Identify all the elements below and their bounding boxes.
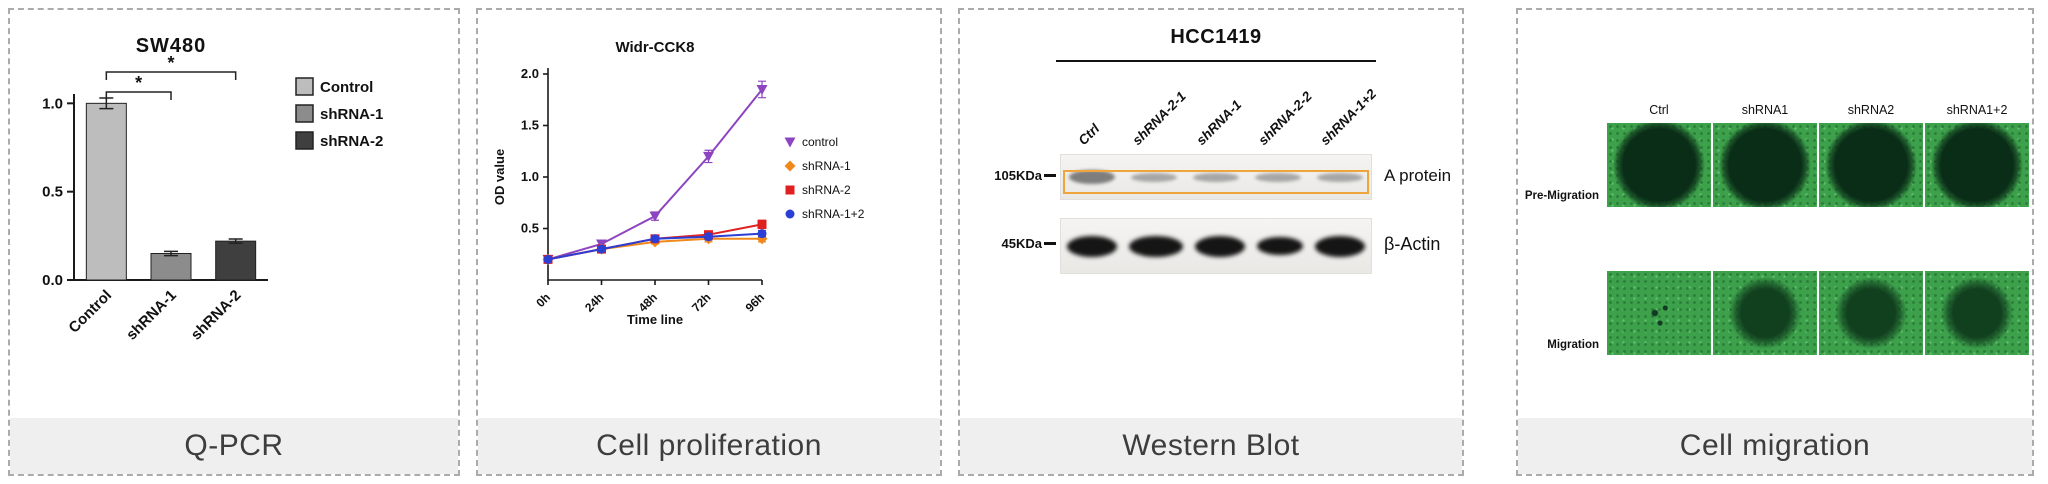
migration-image-pre-shrna1-2: [1925, 122, 2029, 207]
svg-text:2.0: 2.0: [521, 66, 539, 81]
marker-105kda-label: 105KDa: [994, 168, 1042, 183]
protein-label-a: A protein: [1384, 166, 1452, 185]
migration-figure: Ctrl shRNA1 shRNA2 shRNA1+2 Pre-Migratio…: [1518, 10, 2032, 418]
band-b-actin-lane1: [1067, 235, 1117, 257]
line-chart-title: Widr-CCK8: [615, 39, 694, 56]
marker-tick: [1044, 242, 1056, 245]
bar-Control: [85, 102, 127, 281]
bar-xlabel-Control: Control: [65, 287, 115, 337]
migration-image-pre-ctrl: [1607, 122, 1711, 207]
panel-footer-migration: Cell migration: [1518, 418, 2032, 474]
western-blot-figure: HCC1419 Ctrl shRNA-2-1 shRNA-1 shRNA-2-2…: [960, 10, 1462, 418]
migration-row-post: Migration: [1547, 338, 1599, 351]
panel-migration: Ctrl shRNA1 shRNA2 shRNA1+2 Pre-Migratio…: [1516, 8, 2034, 476]
band-a-protein-lane5: [1317, 172, 1363, 182]
band-a-protein-lane2: [1131, 172, 1177, 182]
legend-label-shRNA-1+2: shRNA-1+2: [802, 207, 865, 221]
lane-label-ctrl: Ctrl: [1075, 120, 1103, 148]
migration-image-post-shrna1: [1713, 271, 1817, 356]
footer-label-western: Western Blot: [1122, 429, 1300, 462]
bar-chart-title: SW480: [136, 35, 207, 57]
svg-text:*: *: [167, 53, 174, 73]
migration-grid: Ctrl shRNA1 shRNA2 shRNA1+2 Pre-Migratio…: [1521, 40, 2029, 418]
migration-col-shrna1: shRNA1: [1741, 102, 1789, 117]
lane-label-shrna-1: shRNA-1: [1193, 97, 1245, 148]
band-b-actin-lane3: [1195, 235, 1245, 257]
svg-text:1.0: 1.0: [42, 95, 63, 112]
lane-label-shrna-1-2: shRNA-1+2: [1317, 86, 1380, 148]
band-a-protein-lane3: [1193, 172, 1239, 182]
legend-label-shRNA-1: shRNA-1: [320, 106, 383, 123]
svg-text:0.5: 0.5: [521, 221, 539, 236]
xtick-0h: 0h: [533, 290, 553, 310]
svg-text:*: *: [135, 73, 142, 93]
migration-image-pre-shrna2: [1819, 122, 1923, 207]
marker-105kda: 105KDa: [964, 168, 1056, 183]
legend-label-Control: Control: [320, 79, 373, 96]
migration-image-post-shrna2: [1819, 271, 1923, 356]
xtick-72h: 72h: [689, 290, 714, 315]
legend-label-shRNA-2: shRNA-2: [802, 183, 851, 197]
marker-45kda-label: 45KDa: [1001, 236, 1042, 251]
footer-label-migration: Cell migration: [1679, 429, 1871, 462]
marker-tick: [1044, 174, 1056, 177]
footer-label-qpcr: Q-PCR: [184, 429, 284, 462]
western-lane-labels: Ctrl shRNA-2-1 shRNA-1 shRNA-2-2 shRNA-1…: [1060, 64, 1379, 150]
marker-45kda: 45KDa: [964, 236, 1056, 251]
band-highlight-box: [1063, 170, 1369, 194]
series-control: [547, 88, 763, 261]
bar-shRNA-2: [215, 240, 257, 281]
western-title: HCC1419: [1170, 26, 1262, 48]
bar-xlabel-shRNA-1: shRNA-1: [123, 287, 180, 340]
svg-text:1.0: 1.0: [521, 169, 539, 184]
migration-col-ctrl: Ctrl: [1649, 102, 1669, 117]
migration-col-shrna2: shRNA2: [1847, 102, 1895, 117]
x-axis-label: Time line: [627, 312, 683, 327]
band-b-actin-lane2: [1129, 235, 1183, 257]
xtick-96h: 96h: [743, 290, 768, 315]
svg-text:0.5: 0.5: [42, 184, 63, 201]
svg-text:1.5: 1.5: [521, 118, 539, 133]
legend-label-shRNA-2: shRNA-2: [320, 133, 383, 150]
legend-label-control: control: [802, 135, 838, 149]
band-a-protein-lane1: [1069, 170, 1115, 184]
migration-col-shrna1-2: shRNA1+2: [1946, 102, 2008, 117]
panel-western: HCC1419 Ctrl shRNA-2-1 shRNA-1 shRNA-2-2…: [958, 8, 1464, 476]
migration-image-post-shrna1-2: [1925, 271, 2029, 356]
migration-row-pre: Pre-Migration: [1524, 189, 1599, 202]
migration-image-pre-shrna1: [1713, 122, 1817, 207]
band-a-protein-lane4: [1255, 172, 1301, 182]
migration-image-post-ctrl: [1607, 271, 1711, 356]
svg-text:0.0: 0.0: [42, 272, 63, 289]
blot-b-actin: [1060, 218, 1372, 274]
protein-label-b-actin: β-Actin: [1384, 234, 1441, 254]
lane-label-shrna-2-2: shRNA-2-2: [1255, 88, 1315, 148]
panel-footer-proliferation: Cell proliferation: [478, 418, 940, 474]
panel-footer-qpcr: Q-PCR: [10, 418, 458, 474]
footer-label-proliferation: Cell proliferation: [596, 429, 822, 462]
band-b-actin-lane4: [1257, 237, 1303, 255]
bar-xlabel-shRNA-2: shRNA-2: [188, 287, 245, 340]
xtick-24h: 24h: [582, 290, 607, 315]
panel-footer-western: Western Blot: [960, 418, 1462, 474]
western-title-underline: [1056, 60, 1376, 62]
lane-label-shrna-2-1: shRNA-2-1: [1129, 88, 1189, 148]
band-b-actin-lane5: [1315, 235, 1365, 257]
legend-label-shRNA-1: shRNA-1: [802, 159, 851, 173]
y-axis-label: OD value: [492, 149, 507, 205]
migration-grid-corner: [1521, 40, 1605, 121]
bar-shRNA-1: [150, 253, 192, 281]
